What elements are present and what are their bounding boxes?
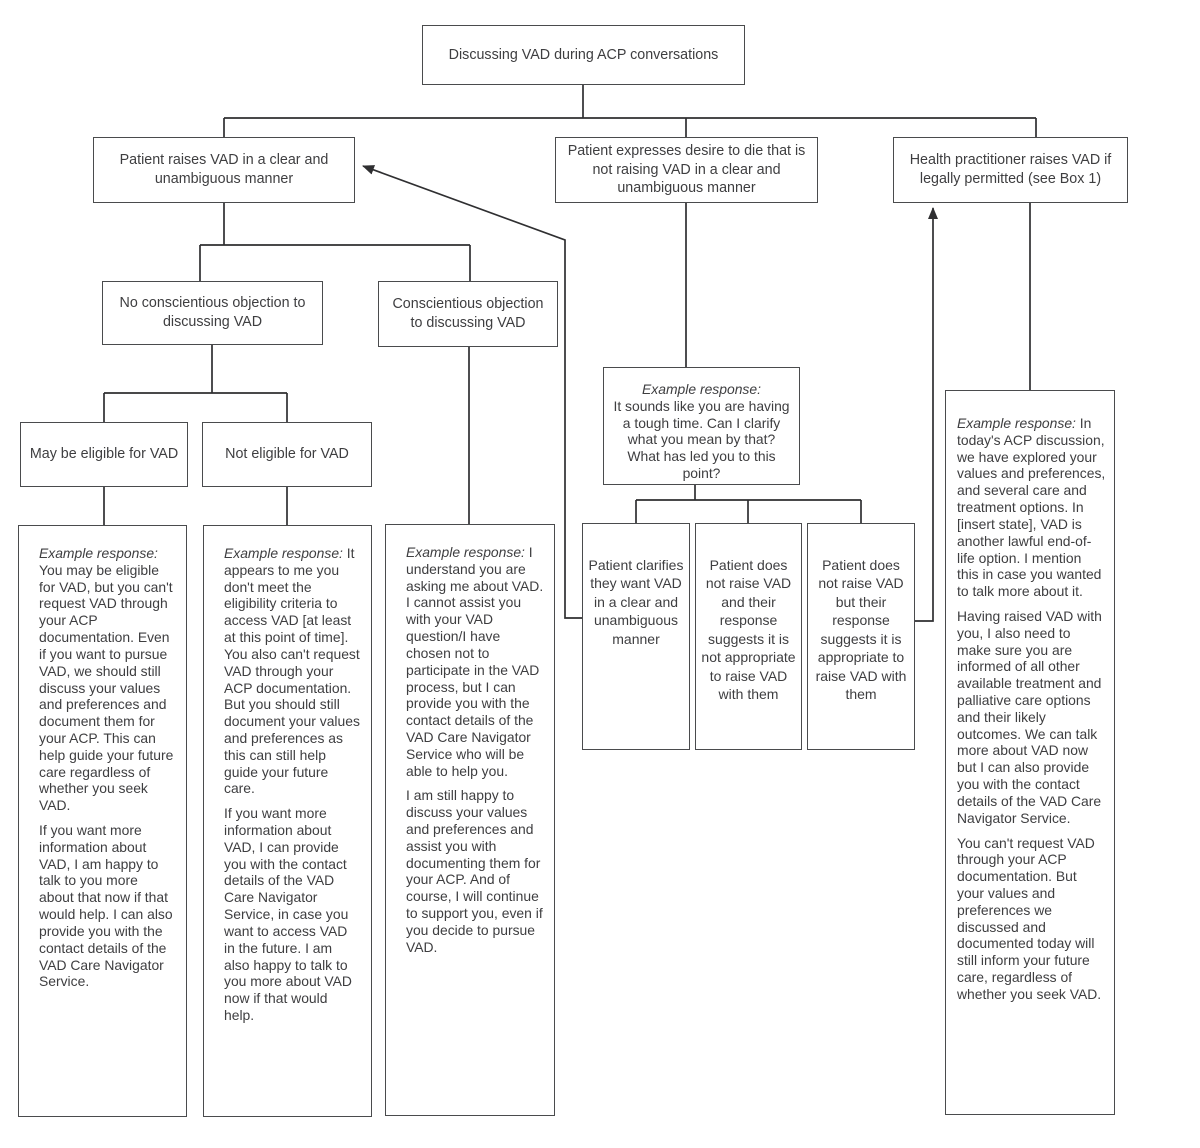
node-may-be-eligible: May be eligible for VAD [20, 422, 188, 487]
node-not-raise-appropriate: Patient does not raise VAD but their res… [807, 523, 915, 750]
node-label: Health practitioner raises VAD if legall… [909, 152, 1112, 187]
node-label: Not eligible for VAD [225, 446, 349, 463]
node-practitioner-raises-vad: Health practitioner raises VAD if legall… [893, 137, 1128, 203]
note-paragraph: If you want more information about VAD, … [224, 805, 352, 1023]
node-not-raise-not-appropriate: Patient does not raise VAD and their res… [695, 523, 802, 750]
example-response-label: Example response: [642, 381, 761, 397]
note-example-not-eligible: Example response: It appears to me you d… [203, 525, 372, 1117]
note-paragraph: Example response: It appears to me you d… [224, 545, 360, 797]
example-response-label: Example response: [957, 415, 1076, 431]
node-label: No conscientious objection to discussing… [119, 295, 306, 330]
node-patient-expresses-desire: Patient expresses desire to die that is … [555, 137, 818, 203]
note-example-objection: Example response: I understand you are a… [385, 524, 555, 1116]
note-paragraph: You can't request VAD through your ACP d… [957, 834, 1102, 1002]
node-patient-clarifies-clear: Patient clarifies they want VAD in a cle… [582, 523, 690, 750]
note-example-practitioner: Example response: In today's ACP discuss… [945, 390, 1115, 1115]
note-text: It sounds like you are having a tough ti… [613, 397, 790, 482]
example-response-label: Example response: [406, 544, 525, 560]
node-label: Patient does not raise VAD and their res… [701, 557, 796, 703]
note-example-clarify: Example response: It sounds like you are… [603, 367, 800, 485]
node-not-eligible: Not eligible for VAD [202, 422, 372, 487]
node-discussing-vad-acp: Discussing VAD during ACP conversations [422, 25, 745, 85]
note-example-may-eligible: Example response: You may be eligible fo… [18, 525, 187, 1117]
node-label: Discussing VAD during ACP conversations [448, 46, 719, 63]
note-paragraph: I am still happy to discuss your values … [406, 787, 543, 955]
node-patient-raises-vad: Patient raises VAD in a clear and unambi… [93, 137, 355, 203]
example-response-label: Example response: [39, 545, 158, 561]
node-label: Patient clarifies they want VAD in a cle… [588, 557, 684, 647]
note-paragraph: Having raised VAD with you, I also need … [957, 607, 1102, 826]
node-no-conscientious-objection: No conscientious objection to discussing… [102, 281, 323, 345]
node-label: Conscientious objection to discussing VA… [392, 296, 544, 331]
arrow-appropriate-to-practitioner [915, 207, 938, 622]
node-label: Patient does not raise VAD but their res… [815, 557, 907, 703]
node-label: Patient expresses desire to die that is … [567, 143, 806, 197]
note-paragraph: Example response: You may be eligible fo… [39, 545, 174, 814]
node-conscientious-objection: Conscientious objection to discussing VA… [378, 281, 558, 347]
note-paragraph: If you want more information about VAD, … [39, 822, 173, 990]
example-response-label: Example response: [224, 545, 343, 561]
node-label: May be eligible for VAD [29, 446, 179, 463]
node-label: Patient raises VAD in a clear and unambi… [119, 152, 329, 187]
note-paragraph: Example response: In today's ACP discuss… [957, 415, 1106, 600]
note-paragraph: Example response: I understand you are a… [406, 544, 544, 779]
